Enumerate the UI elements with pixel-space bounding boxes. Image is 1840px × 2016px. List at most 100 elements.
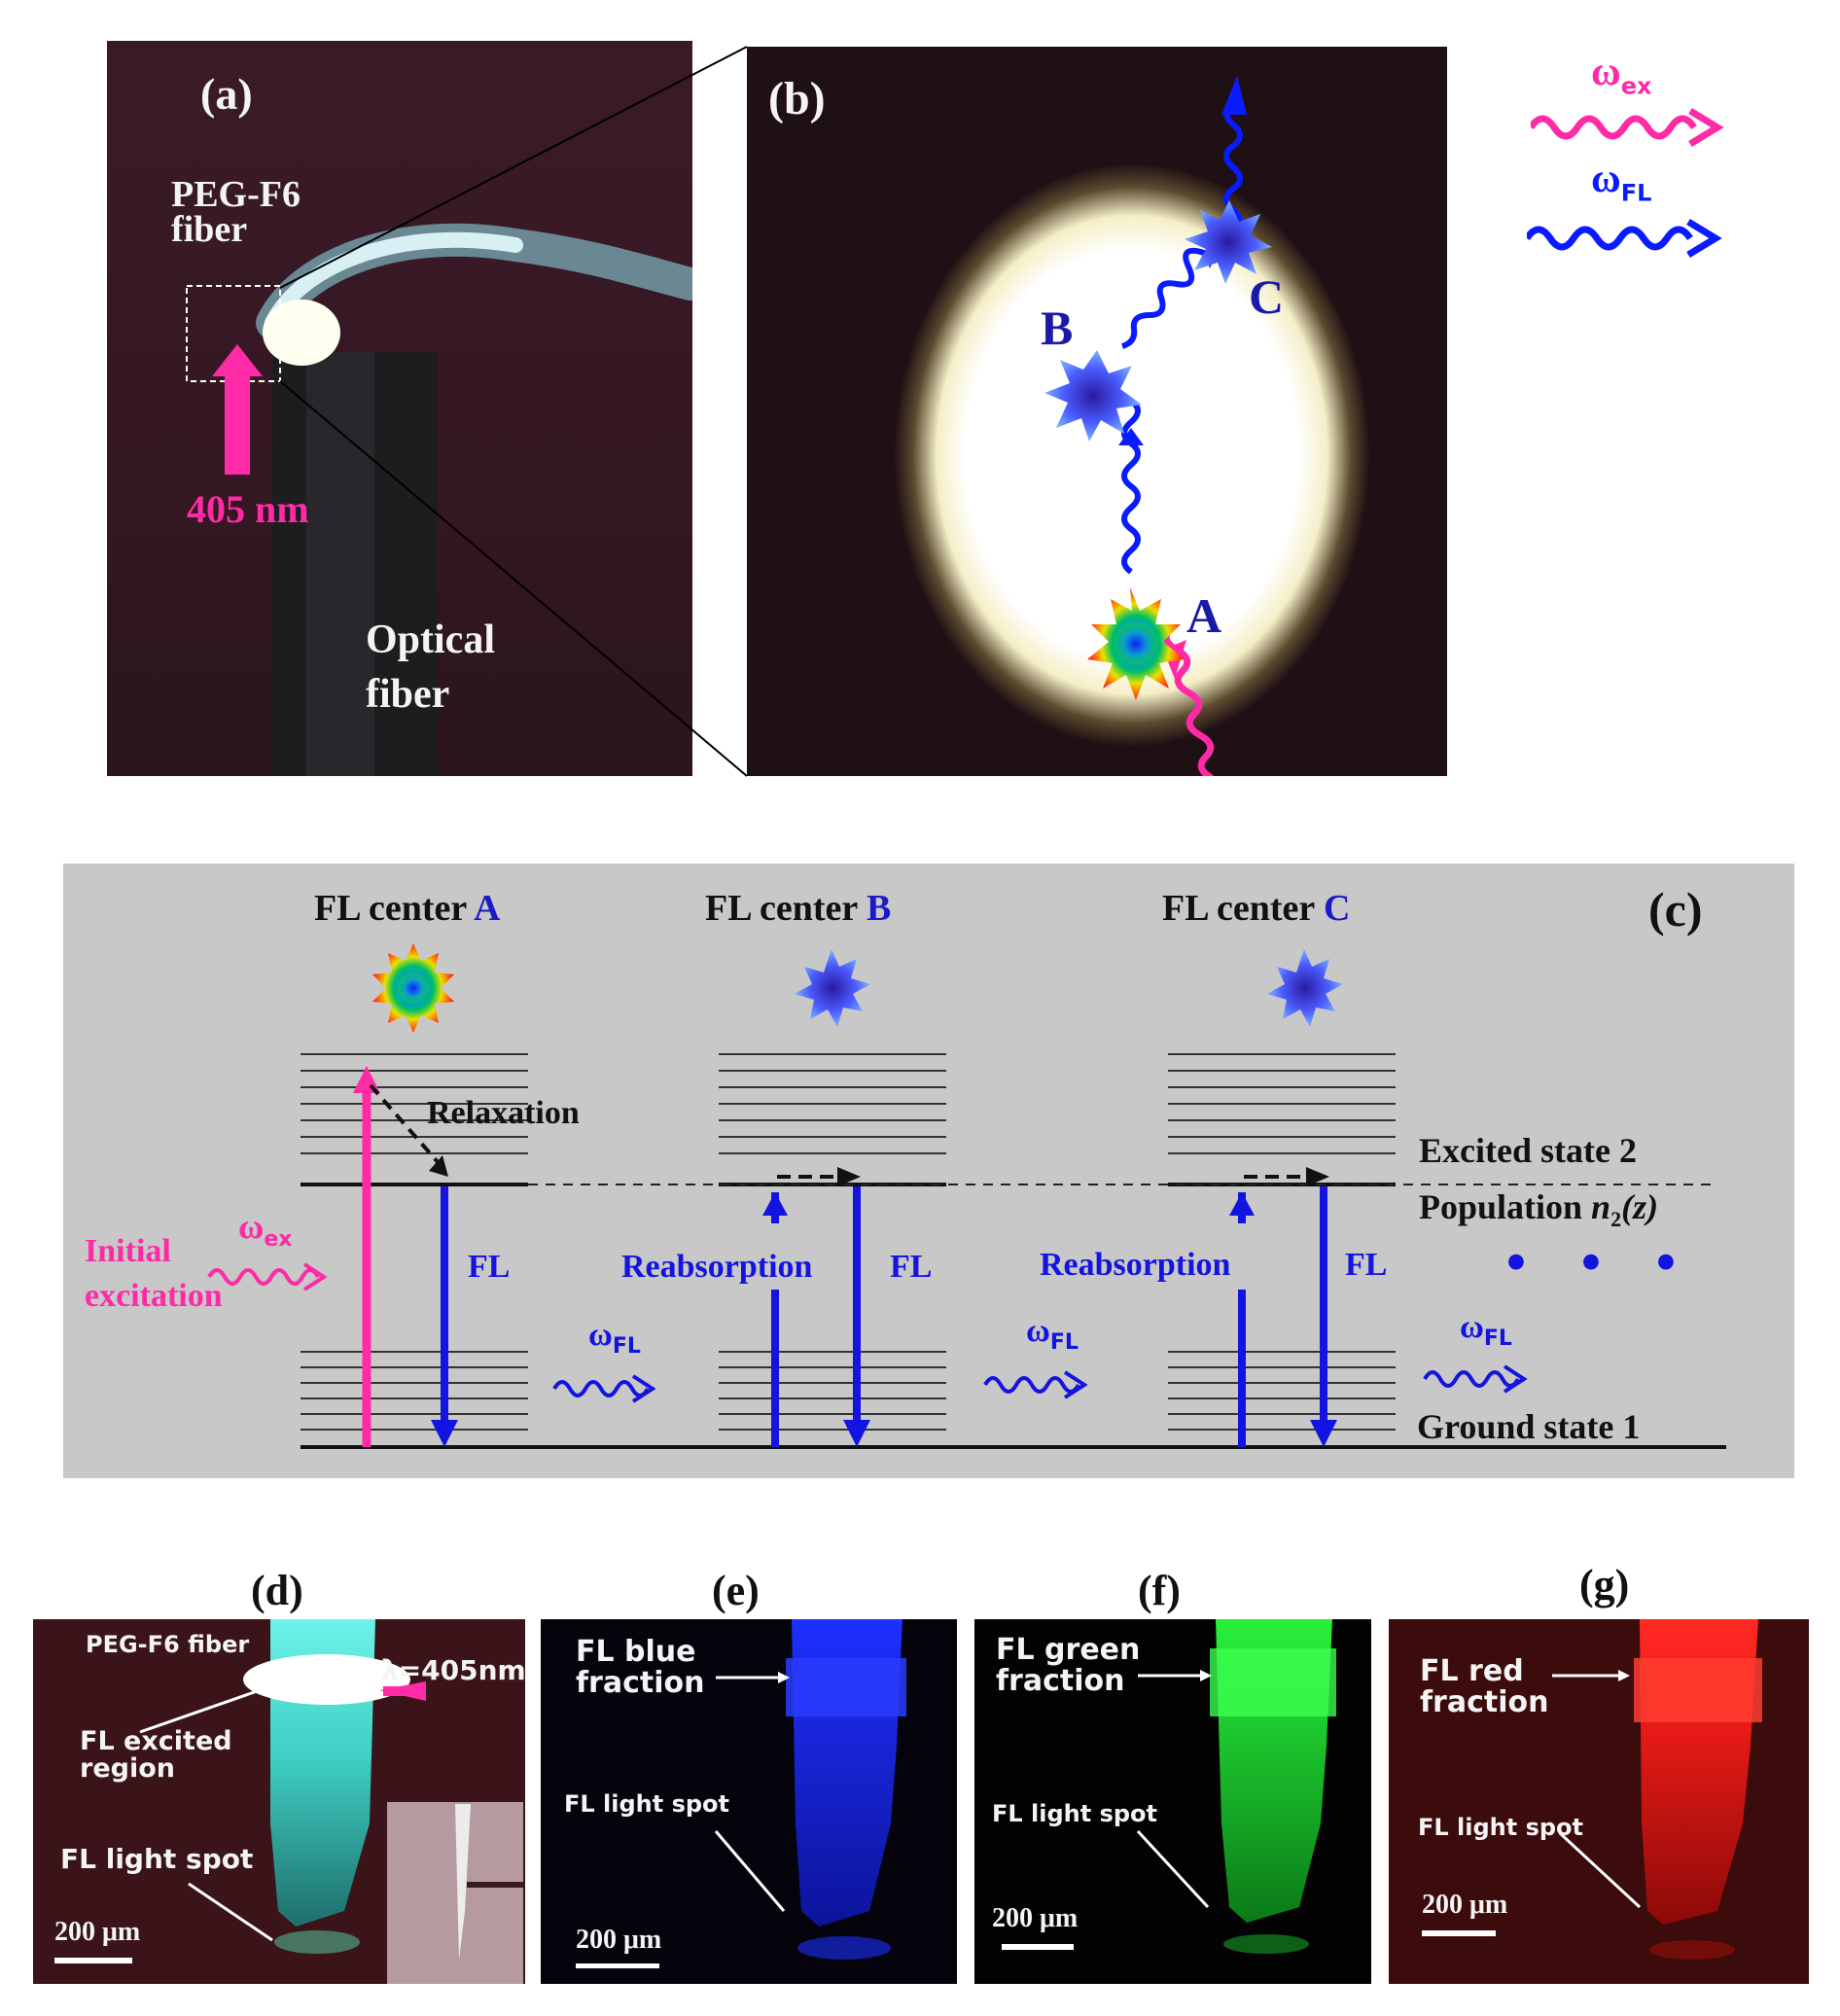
frac-e-line2: fraction [576,1666,705,1700]
omega-fl-label-3: ωFL [1460,1309,1512,1351]
center-b-icon [795,949,870,1027]
scale-bar-e [576,1963,659,1968]
legend-fl-sub: FL [1620,179,1652,207]
frac-f-line1: FL green [996,1633,1141,1667]
omega-fl-3-symbol: ω [1460,1309,1484,1345]
lower-levels [301,1351,1396,1431]
reabsorption-path [1044,76,1272,776]
initial-excitation-label: Initial excitation [85,1229,223,1319]
legend-ex-omega: ω [1591,50,1621,94]
population-label: Population n2(z) [1419,1186,1658,1232]
optical-fiber-label: Optical fiber [366,613,495,722]
spot-label-g: FL light spot [1418,1814,1584,1841]
zoom-connector [279,46,748,777]
scale-label-e: 200 μm [576,1925,662,1955]
pointer-spot-d [188,1882,273,1942]
fl-photon-wave-1 [552,1380,650,1397]
omega-fl-label-2: ωFL [1026,1313,1079,1355]
omega-fl-label-1: ωFL [588,1317,641,1359]
title-c-prefix: FL center [1162,888,1315,929]
scale-bar-d [54,1958,132,1963]
panel-e-tag: (e) [712,1567,760,1614]
panel-b-tag: (b) [768,73,826,124]
light-spot-f [1223,1934,1309,1954]
omega-ex-symbol: ω [238,1207,265,1246]
connector-bottom [279,380,748,777]
legend-fl-wave-icon [1527,219,1721,258]
pointer-excited [139,1687,264,1734]
title-b-prefix: FL center [705,888,858,929]
fl-photon-wave-2 [983,1376,1080,1394]
legend-ex-sub: ex [1620,72,1652,100]
population-sub: 2 [1610,1207,1622,1232]
fraction-label-e: FL blue fraction [576,1637,704,1699]
fraction-label-g: FL red fraction [1420,1656,1548,1718]
legend-fl-omega: ω [1591,157,1621,201]
initial-line2: excitation [85,1278,223,1314]
panel-g-fiber-drawing [1422,1619,1762,1960]
omega-fl-1-sub: FL [612,1333,641,1359]
fraction-region-e [786,1658,906,1716]
pointer-spot-g [1558,1831,1642,1909]
fl-label-a: FL [468,1249,511,1285]
panel-d-fiber-drawing [54,1619,523,1984]
excited-line2: region [80,1753,175,1784]
continuation-dots: • • • [1501,1233,1695,1294]
light-spot-d [274,1930,360,1954]
reabsorption-label-c: Reabsorption [1040,1247,1231,1283]
scale-label-g: 200 μm [1422,1890,1508,1920]
reabsorption-label-b: Reabsorption [621,1249,813,1285]
panel-f-fiber-drawing [1002,1619,1336,1954]
light-spot-g [1649,1940,1735,1960]
fl-wave-a-to-b [1121,398,1141,575]
omega-ex-sub: ex [264,1227,293,1253]
population-arg: (z) [1621,1187,1659,1226]
spot-label-e: FL light spot [564,1790,730,1818]
title-center-a: FL center A [314,887,500,930]
panel-b-closeup: (b) A B C [747,47,1447,776]
center-b-label: B [1041,301,1074,355]
center-a-label: A [1186,588,1222,643]
panel-c-energy-diagram: (c) FL center A FL center B FL center C [63,864,1794,1478]
panel-f-tag: (f) [1138,1567,1181,1614]
legend-fl-label: ωFL [1591,156,1651,206]
panel-e-photo: FL blue fraction FL light spot 200 μm [541,1619,957,1984]
upper-levels-a [301,1053,528,1154]
light-spot-e [797,1936,891,1960]
panel-a-tag: (a) [200,69,253,119]
omega-ex-label: ωex [238,1206,292,1252]
lambda-label-d: λ=405nm [381,1654,525,1686]
fiber-photo-drawing [186,223,692,776]
inset-photo [387,1802,523,1984]
excitation-spot [263,300,340,366]
panel-f-photo: FL green fraction FL light spot 200 μm [974,1619,1371,1984]
panel-c-tag: (c) [1648,882,1703,937]
spot-label-d: FL light spot [60,1843,254,1875]
frac-e-line1: FL blue [576,1635,696,1669]
panel-a-photo: (a) PEG-F6 fiber 405 nm Optical fiber [107,41,692,776]
relaxation-arrow [369,1083,441,1165]
panel-g-photo: FL red fraction FL light spot 200 μm [1389,1619,1809,1984]
fl-center-c-star [1185,200,1272,284]
optical-label-line1: Optical [366,618,495,662]
legend: ωex ωFL [1517,49,1731,282]
connector-top [279,46,748,289]
upper-levels-c [1168,1053,1396,1154]
center-c-label: C [1249,269,1285,324]
panel-d-photo: PEG-F6 fiber λ=405nm FL excited region F… [33,1619,525,1984]
scale-bar-f [1002,1944,1074,1950]
excited-region-label: FL excited region [80,1728,232,1783]
fraction-region-g [1634,1658,1762,1722]
ex-photon-wave [207,1268,320,1286]
pointer-spot-f [1136,1829,1210,1909]
omega-fl-2-sub: FL [1049,1329,1079,1355]
peg-label-line2: fiber [171,209,248,250]
peg-fiber-label: PEG-F6 fiber [171,176,301,250]
fl-wave-b-to-c [1121,233,1223,349]
fl-photon-wave-3 [1423,1370,1520,1388]
fl-label-c: FL [1345,1247,1388,1283]
fl-center-b-star [1044,350,1142,442]
initial-line1: Initial [85,1233,171,1269]
wavelength-label: 405 nm [187,487,309,531]
energy-levels-drawing [207,943,1726,1449]
